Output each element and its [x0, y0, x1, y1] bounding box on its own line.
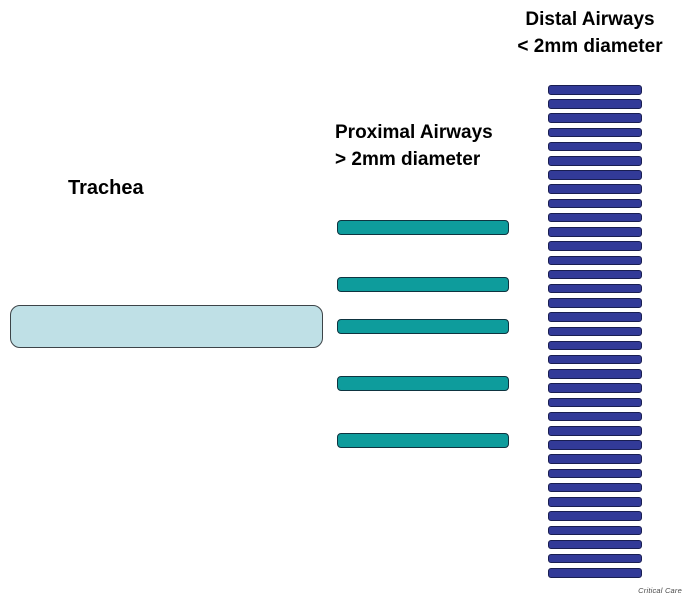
distal-airway-bar	[548, 99, 642, 109]
distal-airway-bar	[548, 283, 642, 294]
distal-airway-bar	[548, 227, 642, 237]
distal-airway-bar	[548, 212, 642, 223]
distal-airway-bar	[548, 454, 642, 464]
distal-airway-bar	[548, 468, 642, 479]
distal-airway-bar	[548, 411, 642, 422]
distal-airway-bar	[548, 298, 642, 308]
distal-airway-bar	[548, 440, 642, 450]
distal-airways-label-line1: Distal Airways	[525, 9, 655, 30]
distal-airway-bar	[548, 141, 642, 152]
distal-airway-bar	[548, 85, 642, 95]
distal-airways-label: Distal Airways < 2mm diameter	[490, 6, 685, 60]
proximal-airway-bar	[337, 277, 509, 292]
distal-airway-bar	[548, 184, 642, 194]
proximal-airway-bar	[337, 433, 509, 448]
distal-airway-bar	[548, 497, 642, 507]
distal-airway-bar	[548, 326, 642, 337]
distal-airway-bar	[548, 255, 642, 266]
proximal-airways-label: Proximal Airways > 2mm diameter	[335, 119, 493, 173]
distal-airway-bar	[548, 383, 642, 393]
distal-airway-bar	[548, 113, 642, 123]
distal-airway-bar	[548, 369, 642, 379]
proximal-airway-bar	[337, 376, 509, 391]
distal-airway-bar	[548, 397, 642, 408]
distal-airway-bar	[548, 312, 642, 322]
proximal-airway-bar	[337, 319, 509, 334]
distal-airway-bar	[548, 198, 642, 209]
proximal-airways-label-line2: > 2mm diameter	[335, 149, 481, 170]
journal-credit: Critical Care	[638, 586, 682, 595]
distal-airway-bar	[548, 426, 642, 436]
distal-airway-bar	[548, 482, 642, 493]
proximal-airway-bar	[337, 220, 509, 235]
distal-airway-bar	[548, 127, 642, 138]
distal-airway-bar	[548, 354, 642, 365]
distal-airway-bar	[548, 539, 642, 550]
distal-airway-bar	[548, 269, 642, 280]
distal-airways-label-line2: < 2mm diameter	[517, 36, 663, 57]
distal-airway-bar	[548, 568, 642, 578]
trachea-shape	[10, 305, 323, 348]
distal-airway-bar	[548, 156, 642, 166]
distal-airway-bar	[548, 241, 642, 251]
distal-airway-bar	[548, 525, 642, 535]
proximal-airways-label-line1: Proximal Airways	[335, 122, 493, 143]
distal-airway-bar	[548, 340, 642, 351]
distal-airway-bar	[548, 170, 642, 180]
distal-airway-bar	[548, 553, 642, 564]
distal-airway-bar	[548, 511, 642, 521]
trachea-label: Trachea	[68, 177, 144, 199]
